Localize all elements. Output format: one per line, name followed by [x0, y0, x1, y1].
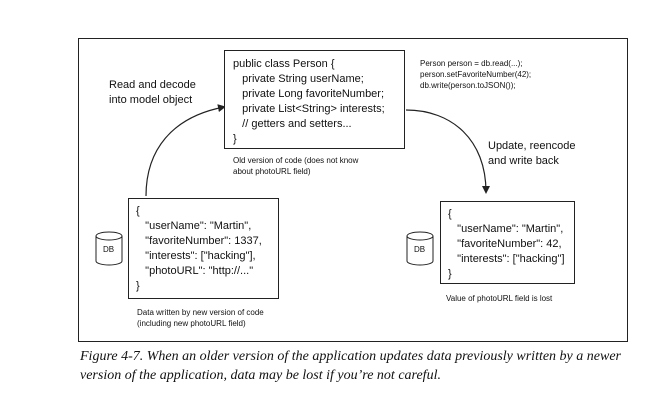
- db-label-right: DB: [414, 245, 426, 254]
- right-record-note: Value of photoURL field is lost: [446, 294, 553, 303]
- json-line: "photoURL": "http://...": [136, 265, 254, 277]
- class-line: private List<String> interests;: [233, 103, 385, 115]
- json-line: {: [136, 205, 140, 217]
- diagram-frame: [78, 38, 628, 342]
- snippet-line: db.write(person.toJSON());: [420, 81, 516, 90]
- json-line: {: [448, 208, 452, 220]
- json-line: "userName": "Martin",: [136, 220, 252, 232]
- left-json-record: { "userName": "Martin", "favoriteNumber"…: [128, 198, 279, 299]
- json-line: "interests": ["hacking"]: [448, 253, 565, 265]
- json-line: "interests": ["hacking"],: [136, 250, 256, 262]
- class-line: private Long favoriteNumber;: [233, 88, 385, 100]
- snippet-line: person.setFavoriteNumber(42);: [420, 70, 532, 79]
- json-line: }: [136, 280, 140, 292]
- write-back-arrow: [405, 109, 490, 194]
- read-arrow: [145, 104, 226, 197]
- snippet-line: Person person = db.read(...);: [420, 59, 523, 68]
- class-line: // getters and setters...: [233, 118, 352, 130]
- update-code-snippet: Person person = db.read(...); person.set…: [420, 58, 531, 91]
- update-reencode-label: Update, reencode and write back: [488, 140, 576, 167]
- person-class-box: public class Person { private String use…: [224, 50, 405, 149]
- right-json-record: { "userName": "Martin", "favoriteNumber"…: [440, 201, 575, 284]
- class-box-note: Old version of code (does not know about…: [233, 156, 359, 176]
- class-line: public class Person {: [233, 58, 335, 70]
- json-line: "favoriteNumber": 42,: [448, 238, 562, 250]
- db-cylinder-left-icon: [95, 231, 123, 266]
- json-line: "favoriteNumber": 1337,: [136, 235, 262, 247]
- json-line: "userName": "Martin",: [448, 223, 564, 235]
- json-line: }: [448, 268, 452, 280]
- figure-caption: Figure 4-7. When an older version of the…: [80, 349, 621, 383]
- db-label-left: DB: [103, 245, 115, 254]
- left-record-note: Data written by new version of code (inc…: [137, 308, 264, 328]
- db-cylinder-right-icon: [406, 231, 434, 266]
- read-decode-label: Read and decode into model object: [109, 79, 196, 106]
- class-line: private String userName;: [233, 73, 364, 85]
- class-line: }: [233, 133, 237, 145]
